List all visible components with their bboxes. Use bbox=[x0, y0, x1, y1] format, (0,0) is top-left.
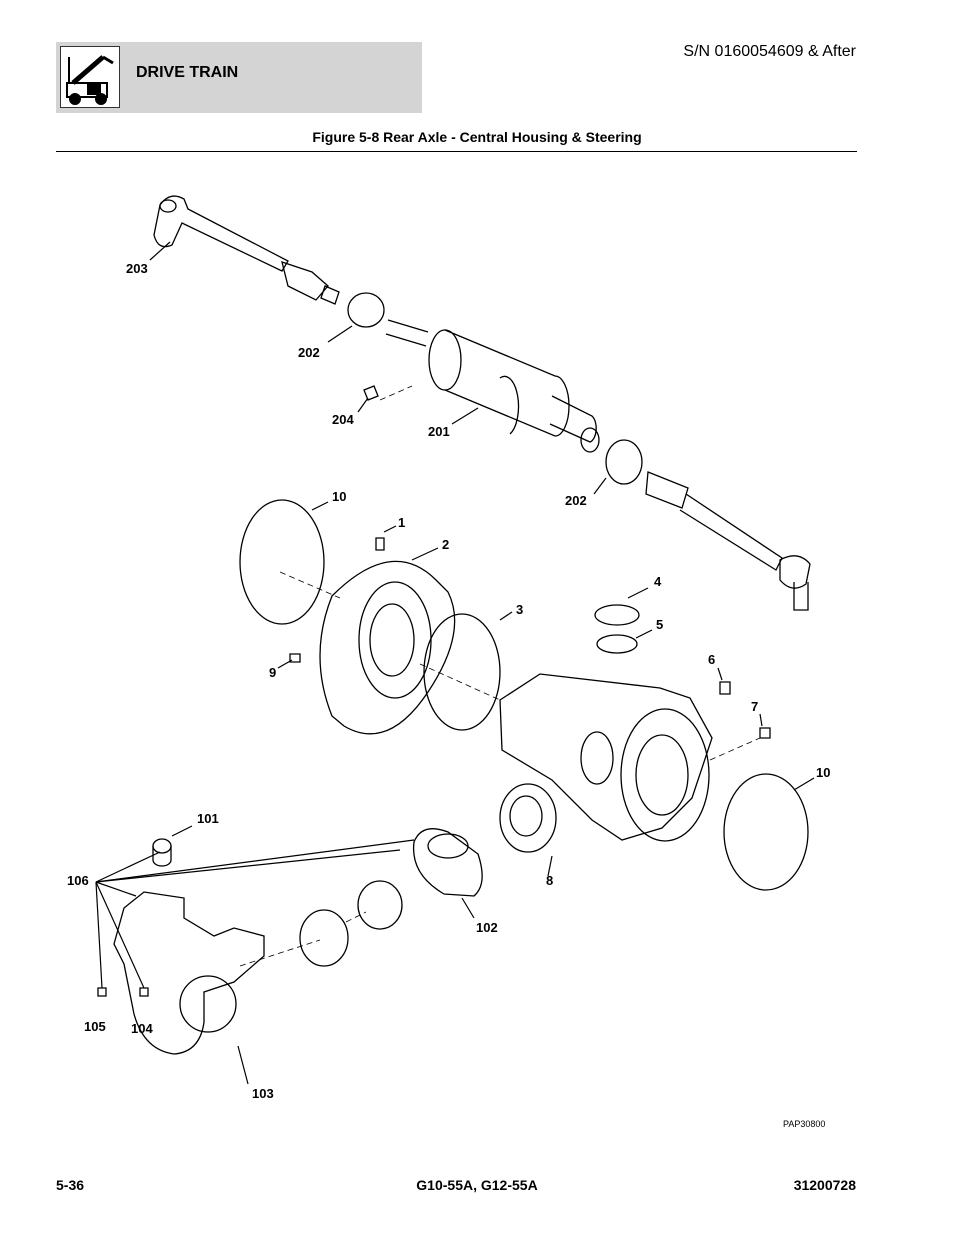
callout-1: 1 bbox=[398, 515, 405, 530]
callout-10-left: 10 bbox=[332, 489, 346, 504]
callout-101: 101 bbox=[197, 811, 219, 826]
section-title: DRIVE TRAIN bbox=[136, 64, 239, 81]
callout-3: 3 bbox=[516, 602, 523, 617]
callout-204: 204 bbox=[332, 412, 354, 427]
figure-title: Figure 5-8 Rear Axle - Central Housing &… bbox=[312, 129, 642, 145]
header-rule bbox=[56, 151, 857, 152]
callout-106: 106 bbox=[67, 873, 89, 888]
callout-5: 5 bbox=[656, 617, 663, 632]
callout-202-upper: 202 bbox=[298, 345, 320, 360]
serial-number: S/N 0160054609 & After bbox=[683, 43, 856, 60]
callout-7: 7 bbox=[751, 699, 758, 714]
callout-203: 203 bbox=[126, 261, 148, 276]
document-number: 31200728 bbox=[793, 1177, 856, 1193]
callout-9: 9 bbox=[269, 665, 276, 680]
callout-105: 105 bbox=[84, 1019, 106, 1034]
callout-8: 8 bbox=[546, 873, 553, 888]
drawing-reference: PAP30800 bbox=[783, 1119, 825, 1129]
callout-102: 102 bbox=[476, 920, 498, 935]
callout-6: 6 bbox=[708, 652, 715, 667]
page-number: 5-36 bbox=[56, 1177, 85, 1193]
callout-103: 103 bbox=[252, 1086, 274, 1101]
callout-201: 201 bbox=[428, 424, 450, 439]
callout-2: 2 bbox=[442, 537, 449, 552]
callout-10-right: 10 bbox=[816, 765, 830, 780]
telehandler-icon bbox=[60, 46, 120, 108]
callout-202-lower: 202 bbox=[565, 493, 587, 508]
callout-4: 4 bbox=[654, 574, 662, 589]
callout-104: 104 bbox=[131, 1021, 153, 1036]
model-number: G10-55A, G12-55A bbox=[416, 1177, 538, 1193]
